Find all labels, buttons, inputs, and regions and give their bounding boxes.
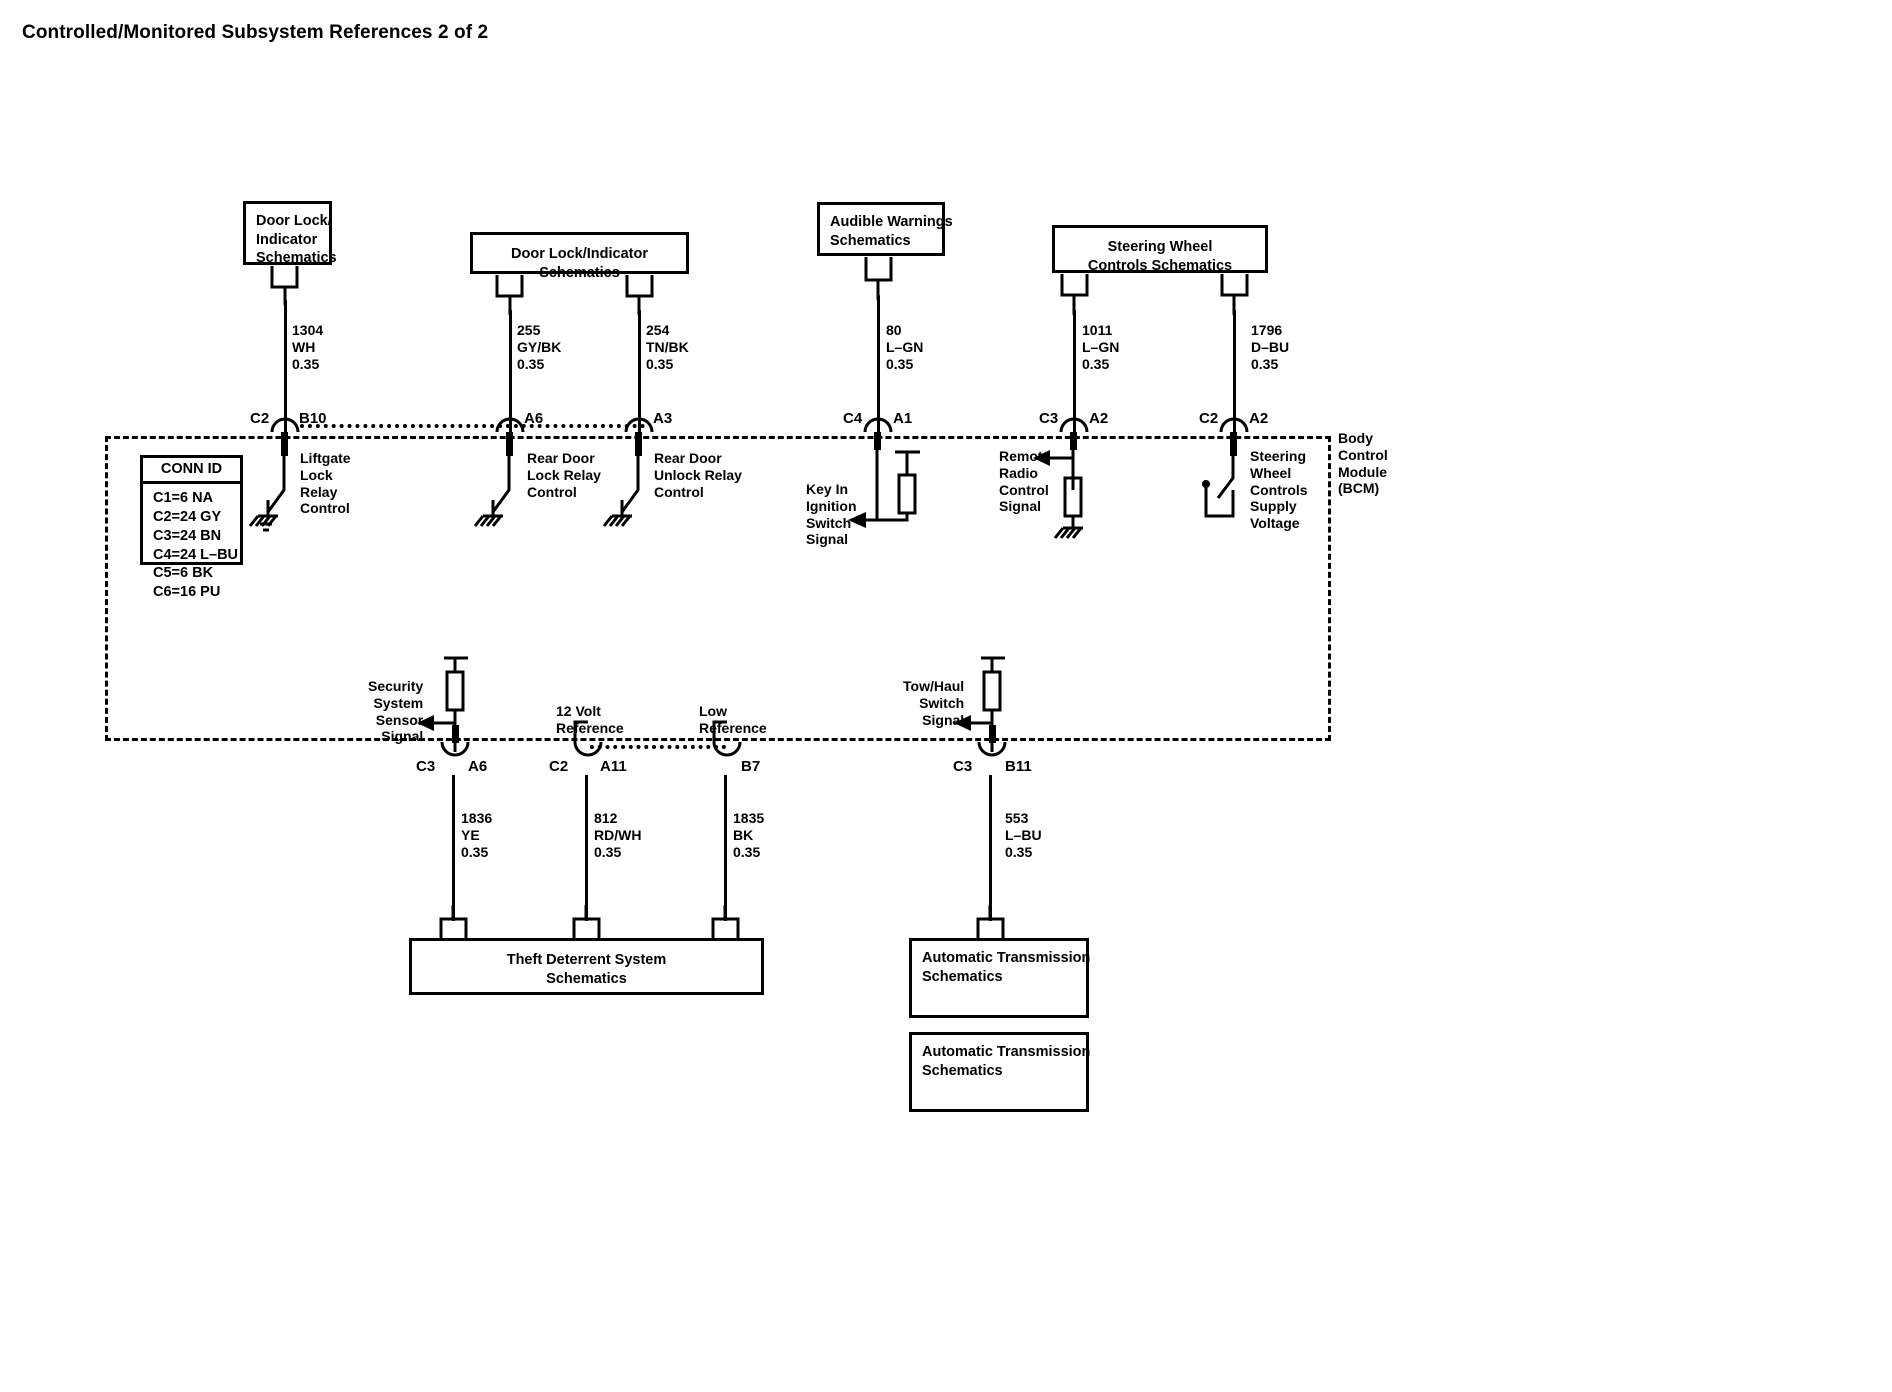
wire-1304 bbox=[284, 300, 287, 440]
reference-box-theft-deterrent-system[interactable]: Theft Deterrent System Schematics bbox=[409, 938, 764, 995]
wire-label-1836: 1836 YE 0.35 bbox=[461, 810, 493, 861]
reference-box-automatic-transmission-2[interactable]: Automatic Transmission Schematics bbox=[909, 1032, 1091, 1112]
connector-label-C2-B10: C2 bbox=[250, 410, 270, 427]
reference-box-label: Automatic Transmission Schematics bbox=[922, 950, 1091, 985]
connector-label-C3-A6: C3 bbox=[416, 758, 436, 775]
pin-label-A6-bottom: A6 bbox=[468, 758, 488, 775]
wire-1796 bbox=[1233, 310, 1236, 440]
reference-box-door-lock-indicator-2[interactable]: Door Lock/Indicator Schematics bbox=[470, 232, 689, 281]
wire-1836 bbox=[452, 775, 455, 921]
pin-label-B11: B11 bbox=[1005, 758, 1032, 775]
page-title: Controlled/Monitored Subsystem Reference… bbox=[22, 22, 489, 43]
function-label-rear-door-unlock-relay-control: Rear Door Unlock Relay Control bbox=[654, 450, 742, 500]
dotted-bus-reference bbox=[590, 745, 726, 749]
wire-label-1304: 1304 WH 0.35 bbox=[292, 322, 324, 373]
wire-553 bbox=[989, 775, 992, 921]
wire-label-254: 254 TN/BK 0.35 bbox=[646, 322, 689, 373]
function-label-12-volt-reference: 12 Volt Reference bbox=[556, 703, 624, 736]
wire-label-1835: 1835 BK 0.35 bbox=[733, 810, 765, 861]
wire-255 bbox=[509, 310, 512, 440]
bcm-boundary-left bbox=[105, 436, 108, 741]
wire-1835 bbox=[724, 775, 727, 921]
reference-box-steering-wheel-controls[interactable]: Steering Wheel Controls Schematics bbox=[1052, 225, 1268, 274]
wire-label-255: 255 GY/BK 0.35 bbox=[517, 322, 562, 373]
pin-label-A2-swc: A2 bbox=[1249, 410, 1269, 427]
function-label-key-in-ignition-switch-signal: Key In Ignition Switch Signal bbox=[806, 481, 857, 548]
conn-id-table: CONN ID C1=6 NA C2=24 GY C3=24 BN C4=24 … bbox=[140, 455, 243, 600]
wire-254 bbox=[638, 310, 641, 440]
connector-label-C3-B11: C3 bbox=[953, 758, 973, 775]
connector-label-C4: C4 bbox=[843, 410, 863, 427]
reference-box-audible-warnings[interactable]: Audible Warnings Schematics bbox=[817, 202, 953, 256]
pin-label-B10: B10 bbox=[299, 410, 327, 427]
wire-1011 bbox=[1073, 310, 1076, 440]
reference-box-label: Door Lock/Indicator Schematics bbox=[511, 246, 648, 281]
connector-label-C2-A11: C2 bbox=[549, 758, 569, 775]
function-label-tow-haul-switch-signal: Tow/Haul Switch Signal bbox=[903, 678, 965, 728]
pin-label-A2-radio: A2 bbox=[1089, 410, 1109, 427]
pin-label-A1: A1 bbox=[893, 410, 913, 427]
conn-id-header: CONN ID bbox=[143, 458, 240, 484]
wire-label-553: 553 L–BU 0.35 bbox=[1005, 810, 1042, 861]
reference-box-label: Audible Warnings Schematics bbox=[830, 214, 953, 249]
function-label-rear-door-lock-relay-control: Rear Door Lock Relay Control bbox=[527, 450, 601, 500]
connector-label-C2-A2: C2 bbox=[1199, 410, 1219, 427]
reference-box-label: Automatic Transmission Schematics bbox=[922, 1044, 1091, 1079]
wire-label-812: 812 RD/WH 0.35 bbox=[594, 810, 642, 861]
bcm-boundary-right bbox=[1328, 436, 1331, 741]
wire-80 bbox=[877, 295, 880, 440]
bcm-boundary-top bbox=[105, 436, 1331, 439]
dotted-bus-doorlock bbox=[300, 424, 645, 428]
bcm-module-label: Body Control Module (BCM) bbox=[1338, 430, 1388, 497]
bcm-boundary-bottom bbox=[105, 738, 1331, 741]
pin-label-A11: A11 bbox=[600, 758, 627, 775]
wire-label-80: 80 L–GN 0.35 bbox=[886, 322, 924, 373]
pin-label-A3: A3 bbox=[653, 410, 673, 427]
function-label-remote-radio-control-signal: Remote Radio Control Signal bbox=[999, 448, 1051, 515]
connector-label-C3-A2: C3 bbox=[1039, 410, 1059, 427]
reference-box-label: Door Lock/ Indicator Schematics bbox=[256, 213, 337, 267]
wire-812 bbox=[585, 775, 588, 921]
reference-box-label: Steering Wheel Controls Schematics bbox=[1087, 239, 1233, 274]
reference-box-label: Theft Deterrent System Schematics bbox=[506, 952, 667, 987]
function-label-steering-wheel-controls-supply-voltage: Steering Wheel Controls Supply Voltage bbox=[1250, 448, 1308, 532]
conn-id-rows: C1=6 NA C2=24 GY C3=24 BN C4=24 L–BU C5=… bbox=[153, 490, 239, 601]
function-label-security-system-sensor-signal: Security System Sensor Signal bbox=[368, 678, 424, 745]
wire-label-1011: 1011 L–GN 0.35 bbox=[1082, 322, 1120, 373]
reference-box-door-lock-indicator-1[interactable]: Door Lock/ Indicator Schematics bbox=[243, 201, 337, 266]
pin-label-A6-top: A6 bbox=[524, 410, 544, 427]
function-label-low-reference: Low Reference bbox=[699, 703, 767, 736]
pin-label-B7: B7 bbox=[741, 758, 761, 775]
reference-box-automatic-transmission-1[interactable]: Automatic Transmission Schematics bbox=[909, 938, 1091, 1018]
function-label-liftgate-lock-relay-control: Liftgate Lock Relay Control bbox=[300, 450, 351, 517]
wire-label-1796: 1796 D–BU 0.35 bbox=[1251, 322, 1290, 373]
